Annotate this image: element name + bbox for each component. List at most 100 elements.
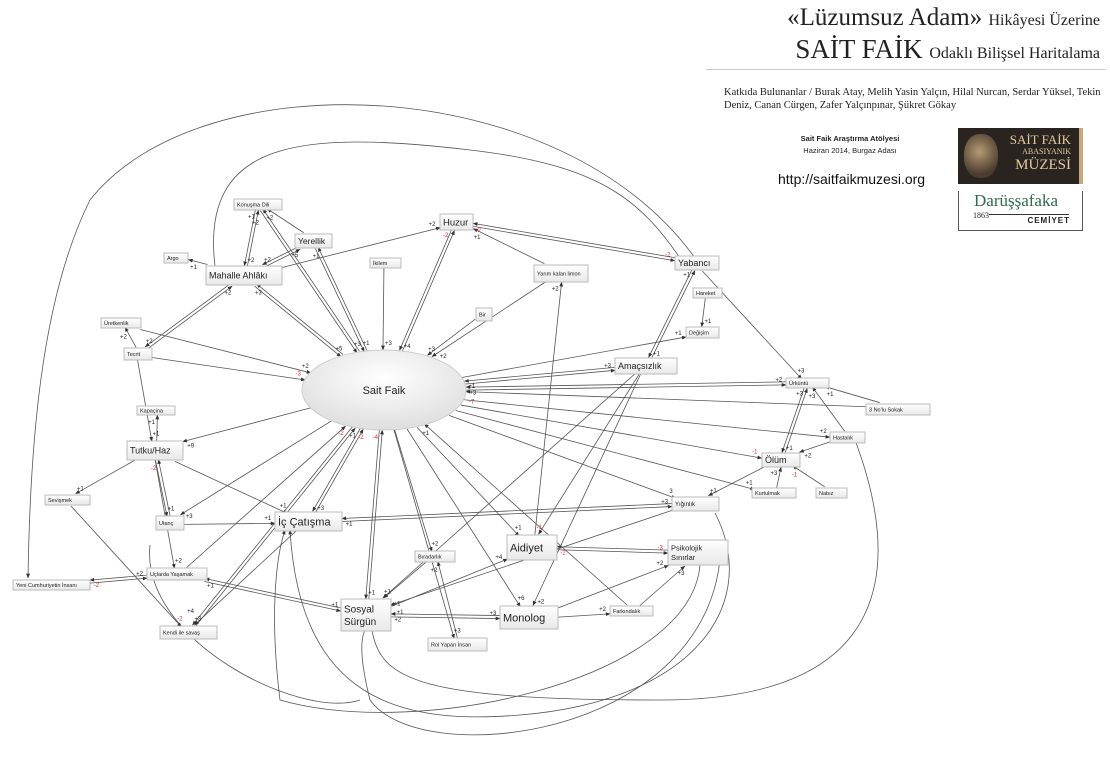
edge-sf-degisim — [461, 335, 687, 378]
edge-weight: +2 — [440, 354, 448, 360]
edge-monolog-psikolojik — [558, 565, 669, 609]
node-mahalle[interactable]: Mahalle Ahlâkı — [205, 265, 283, 286]
edge-bir-sf — [427, 319, 476, 356]
node-argo[interactable]: Argo — [163, 252, 189, 264]
edge-weight: +1 — [710, 488, 718, 494]
node-box — [414, 550, 456, 563]
node-biradarlik[interactable]: Bıradarlık — [414, 550, 456, 563]
edge-weight: +1 — [148, 420, 156, 426]
edge-weight: +2 — [820, 429, 828, 435]
node-utanc[interactable]: Utanç — [155, 515, 185, 531]
edge-weight: -2 — [476, 228, 482, 234]
node-yenicumhuriyet[interactable]: Yeni Cumhuriyetin İnsanı — [12, 579, 91, 591]
edge-weight: +3 — [796, 392, 804, 398]
node-label: Yeni Cumhuriyetin İnsanı — [16, 582, 77, 589]
edge-weight: +3 — [797, 368, 805, 374]
node-label: Farkındalık — [613, 609, 640, 615]
edge-weight: +2 — [264, 258, 272, 264]
node-label: Sevişmek — [48, 498, 72, 504]
node-kapacina[interactable]: Kapaçina — [136, 405, 176, 416]
edge-weight: +3 — [428, 347, 436, 353]
edge-sosyal-sf — [368, 429, 384, 600]
node-box — [123, 347, 153, 361]
edge-tutku-utanc — [155, 460, 169, 517]
node-hastalik[interactable]: Hastalık — [829, 431, 866, 444]
edge-konusma-sf — [260, 210, 358, 354]
node-farkindalik[interactable]: Farkındalık — [609, 605, 654, 617]
node-konusma[interactable]: Konuşma Dili — [233, 198, 283, 211]
node-uclarda[interactable]: Uçlarda Yaşamak — [146, 567, 208, 581]
node-rolyapan[interactable]: Rol Yapan İnsan — [427, 637, 488, 652]
edge-tutku-uclarda — [154, 460, 176, 569]
edge-weight: +1 — [704, 319, 712, 325]
darussafaka-year: 1863 — [973, 211, 989, 220]
node-sevismek[interactable]: Sevişmek — [44, 494, 91, 506]
node-box — [609, 605, 654, 617]
edge-tecrit-tutku — [137, 360, 153, 442]
central-node-shape — [301, 349, 467, 431]
node-tutku[interactable]: Tutku/Haz — [126, 440, 184, 461]
node-label: Utanç — [159, 521, 174, 527]
edge-weight: +1 — [394, 602, 402, 608]
edge-huzur-sf — [399, 229, 453, 351]
node-box — [136, 405, 176, 416]
edge-weight: -2 — [443, 233, 449, 239]
edge-huzur-yabanci — [472, 225, 676, 262]
node-box — [44, 494, 91, 506]
node-kendi[interactable]: Kendi ile savaş — [159, 625, 218, 640]
edge-weight: +1 — [346, 522, 354, 528]
edge-weight: +1 — [349, 433, 357, 439]
edge-weight: +1 — [422, 431, 430, 437]
node-huzur[interactable]: Huzur — [439, 213, 474, 231]
edge-weight: +1 — [474, 235, 482, 241]
edge-tecrit-sf — [151, 357, 306, 382]
node-tecrit[interactable]: Tecrit — [123, 347, 153, 361]
edge-mahalle-argo — [187, 258, 208, 265]
edge-sf-olum — [460, 404, 763, 460]
node-iccatisma[interactable]: İç Çatışma — [274, 511, 343, 532]
node-yerellik[interactable]: Yerellik — [294, 233, 333, 249]
edge-weight: -2 — [338, 431, 344, 437]
edge-yerellik-mahalle — [262, 246, 299, 266]
node-kurtulmak[interactable]: Kurtulmak — [751, 487, 797, 499]
website-link[interactable]: http://saitfaikmuzesi.org — [778, 171, 926, 187]
edge-weight: +2 — [248, 258, 256, 264]
node-uretkenlik[interactable]: Üretkenlik — [100, 317, 142, 329]
edge-weight: +1 — [152, 432, 160, 438]
node-sokak[interactable]: 3 No'lu Sokak — [865, 403, 931, 416]
node-degisim[interactable]: Değişim — [685, 326, 720, 339]
edge-weight: +1 — [331, 602, 339, 608]
node-box — [815, 487, 848, 499]
edge-weight: -1 — [537, 525, 543, 531]
node-monolog[interactable]: Monolog — [499, 605, 559, 630]
node-urkuntu[interactable]: Ürküntü — [785, 377, 830, 389]
node-aidiyet[interactable]: Aidiyet — [506, 534, 558, 561]
node-ikilem[interactable]: İkilem — [369, 257, 402, 269]
edge-weight: +1 — [468, 384, 476, 390]
node-box — [533, 264, 589, 283]
node-hareket[interactable]: Hareket — [692, 287, 723, 299]
edge-weight: +3 — [489, 611, 497, 617]
node-box — [829, 431, 866, 444]
node-bir[interactable]: Bir — [475, 307, 493, 322]
node-box — [155, 515, 185, 531]
node-limon[interactable]: Yarım kalan limon — [533, 264, 589, 283]
edge-sokak-sf — [465, 389, 867, 408]
node-amacsizlik[interactable]: Amaçsızlık — [614, 357, 678, 375]
edge-weight: +2 — [175, 559, 183, 565]
node-nabiz[interactable]: Nabız — [815, 487, 848, 499]
edge-weight: +3 — [354, 342, 362, 348]
node-olum[interactable]: Ölüm — [761, 452, 801, 468]
edge-sf-huzur — [401, 230, 455, 352]
edge-weight: +1 — [827, 392, 835, 398]
node-yiginlik[interactable]: Yığınlık — [671, 496, 720, 512]
edge-olum-urkuntu — [784, 388, 808, 454]
node-sf[interactable]: Sait Faik — [301, 349, 467, 431]
node-yabanci[interactable]: Yabancı — [674, 255, 720, 271]
darussafaka-logo: Darüşşafaka 1863 CEMİYET — [958, 191, 1083, 231]
edge-weight: +3 — [186, 514, 194, 520]
